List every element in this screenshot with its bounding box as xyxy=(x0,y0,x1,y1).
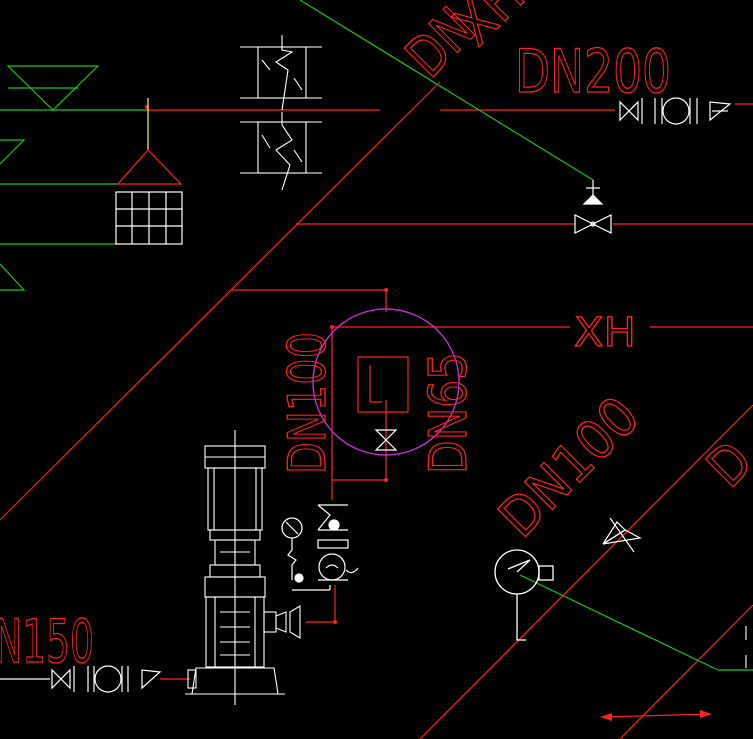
label-dn65: DN65 xyxy=(419,352,479,474)
pressure-switch-icon xyxy=(281,517,331,591)
butterfly-valve-icon xyxy=(574,180,612,234)
check-valve-icon xyxy=(127,666,162,692)
highlight-circle xyxy=(312,308,460,456)
flow-meter-icon xyxy=(661,97,691,125)
label-xh-mid: XH xyxy=(574,310,636,356)
label-dn200: DN200 xyxy=(515,37,671,107)
label-dn100-right: DN100 xyxy=(487,384,652,549)
gate-valve-icon xyxy=(619,98,656,124)
green-pipe-network xyxy=(0,0,753,671)
label-dn-right-edge: D xyxy=(695,429,753,499)
wall-section-icon xyxy=(240,35,322,191)
check-valve-icon xyxy=(696,98,732,124)
flow-meter-icon xyxy=(93,665,123,693)
red-pipe-network xyxy=(0,81,753,739)
level-gauge-icon xyxy=(357,356,409,413)
tank-grid-icon xyxy=(115,149,183,245)
pressure-gauge-icon xyxy=(494,549,554,641)
butterfly-valve-icon xyxy=(602,517,642,553)
gate-valve-icon xyxy=(0,666,89,692)
butterfly-valve-icon xyxy=(374,429,398,451)
label-dn100-left: DN100 xyxy=(278,332,338,474)
check-valve-icon xyxy=(317,504,359,581)
label-dn150: N150 xyxy=(0,607,94,677)
vertical-multistage-pump-icon xyxy=(185,430,301,705)
